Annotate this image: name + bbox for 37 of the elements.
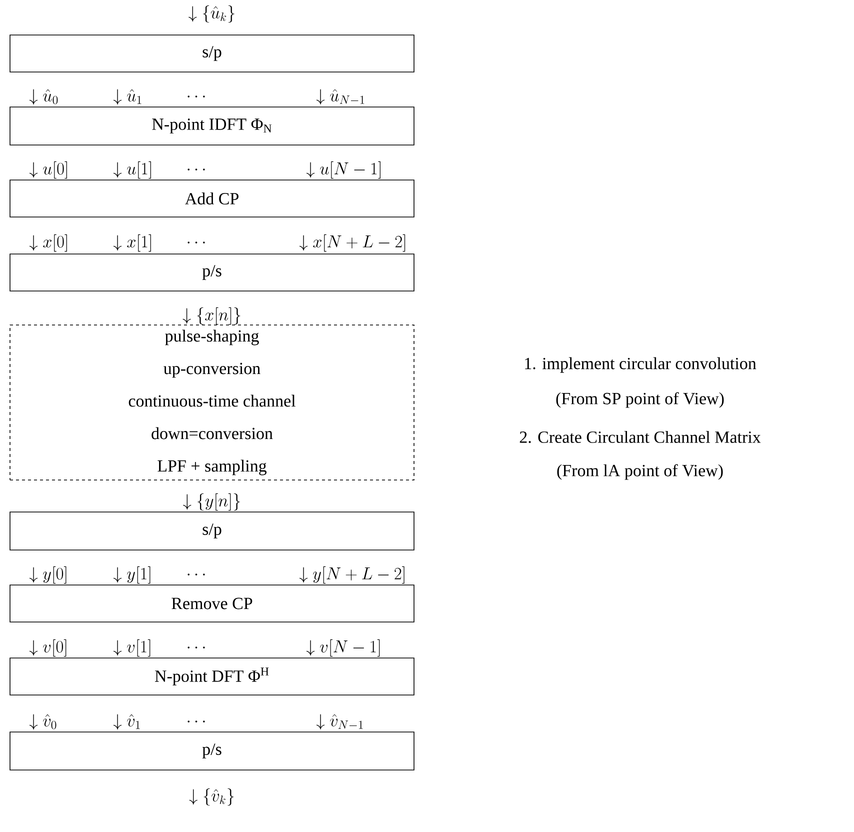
- note-text: 2. Create Circulant Channel Matrix: [520, 430, 761, 443]
- note-text: (From SP point of View): [556, 392, 724, 408]
- signal-label: $\downarrow\hat{v}_1$: [114, 714, 140, 730]
- signal-label: $\downarrow\{x[n]\}$: [182, 307, 240, 325]
- process-box: s/p: [10, 34, 414, 72]
- signal-label: $\cdots$: [188, 168, 205, 170]
- signal-label: $\downarrow\hat{v}_{N-1}$: [316, 714, 363, 730]
- signal-label: $\downarrow u[1]$: [114, 161, 151, 179]
- signal-label: $\downarrow\hat{u}_{N-1}$: [316, 89, 364, 105]
- process-box: Remove CP: [10, 584, 414, 622]
- process-box: N-point IDFT Φ$_{N}$: [10, 106, 414, 146]
- process-box: p/s: [10, 732, 414, 770]
- signal-label: $\downarrow v[1]$: [114, 639, 150, 657]
- process-box: p/s: [10, 254, 414, 292]
- signal-label: $\cdots$: [188, 646, 205, 648]
- signal-label: $\cdots$: [188, 242, 205, 244]
- dashed-process-box: pulse-shaping up-conversion continuous-time channel down=conversion LPF + sampling: [10, 324, 414, 480]
- process-box: N-point DFT Φ$^{H}$: [10, 658, 414, 696]
- signal-label: $\downarrow v[0]$: [30, 639, 66, 657]
- signal-label: $\downarrow u[N-1]$: [306, 161, 380, 179]
- signal-label: $\downarrow x[N+L-2]$: [300, 234, 406, 252]
- signal-label: $\cdots$: [188, 574, 205, 576]
- process-box: s/p: [10, 512, 414, 550]
- signal-label: $\downarrow v[N-1]$: [306, 639, 380, 657]
- signal-label: $\cdots$: [188, 720, 205, 722]
- signal-label: $\downarrow\hat{u}_1$: [114, 89, 142, 105]
- note-text: (From lA point of View): [557, 464, 723, 480]
- signal-label: $\downarrow u[0]$: [30, 161, 67, 179]
- signal-label: $\downarrow x[1]$: [114, 234, 151, 252]
- note-text: 1. implement circular convolution: [525, 357, 756, 373]
- signal-label: $\downarrow y[1]$: [114, 566, 150, 584]
- process-box: Add CP: [10, 180, 414, 218]
- signal-label: $\downarrow y[0]$: [30, 566, 66, 584]
- signal-label: $\downarrow\hat{u}_0$: [30, 89, 58, 105]
- signal-label: $\downarrow y[N+L-2]$: [300, 566, 404, 584]
- signal-label: $\downarrow\{\hat{v}_k\}$: [189, 788, 234, 806]
- signal-label: $\cdots$: [188, 96, 205, 98]
